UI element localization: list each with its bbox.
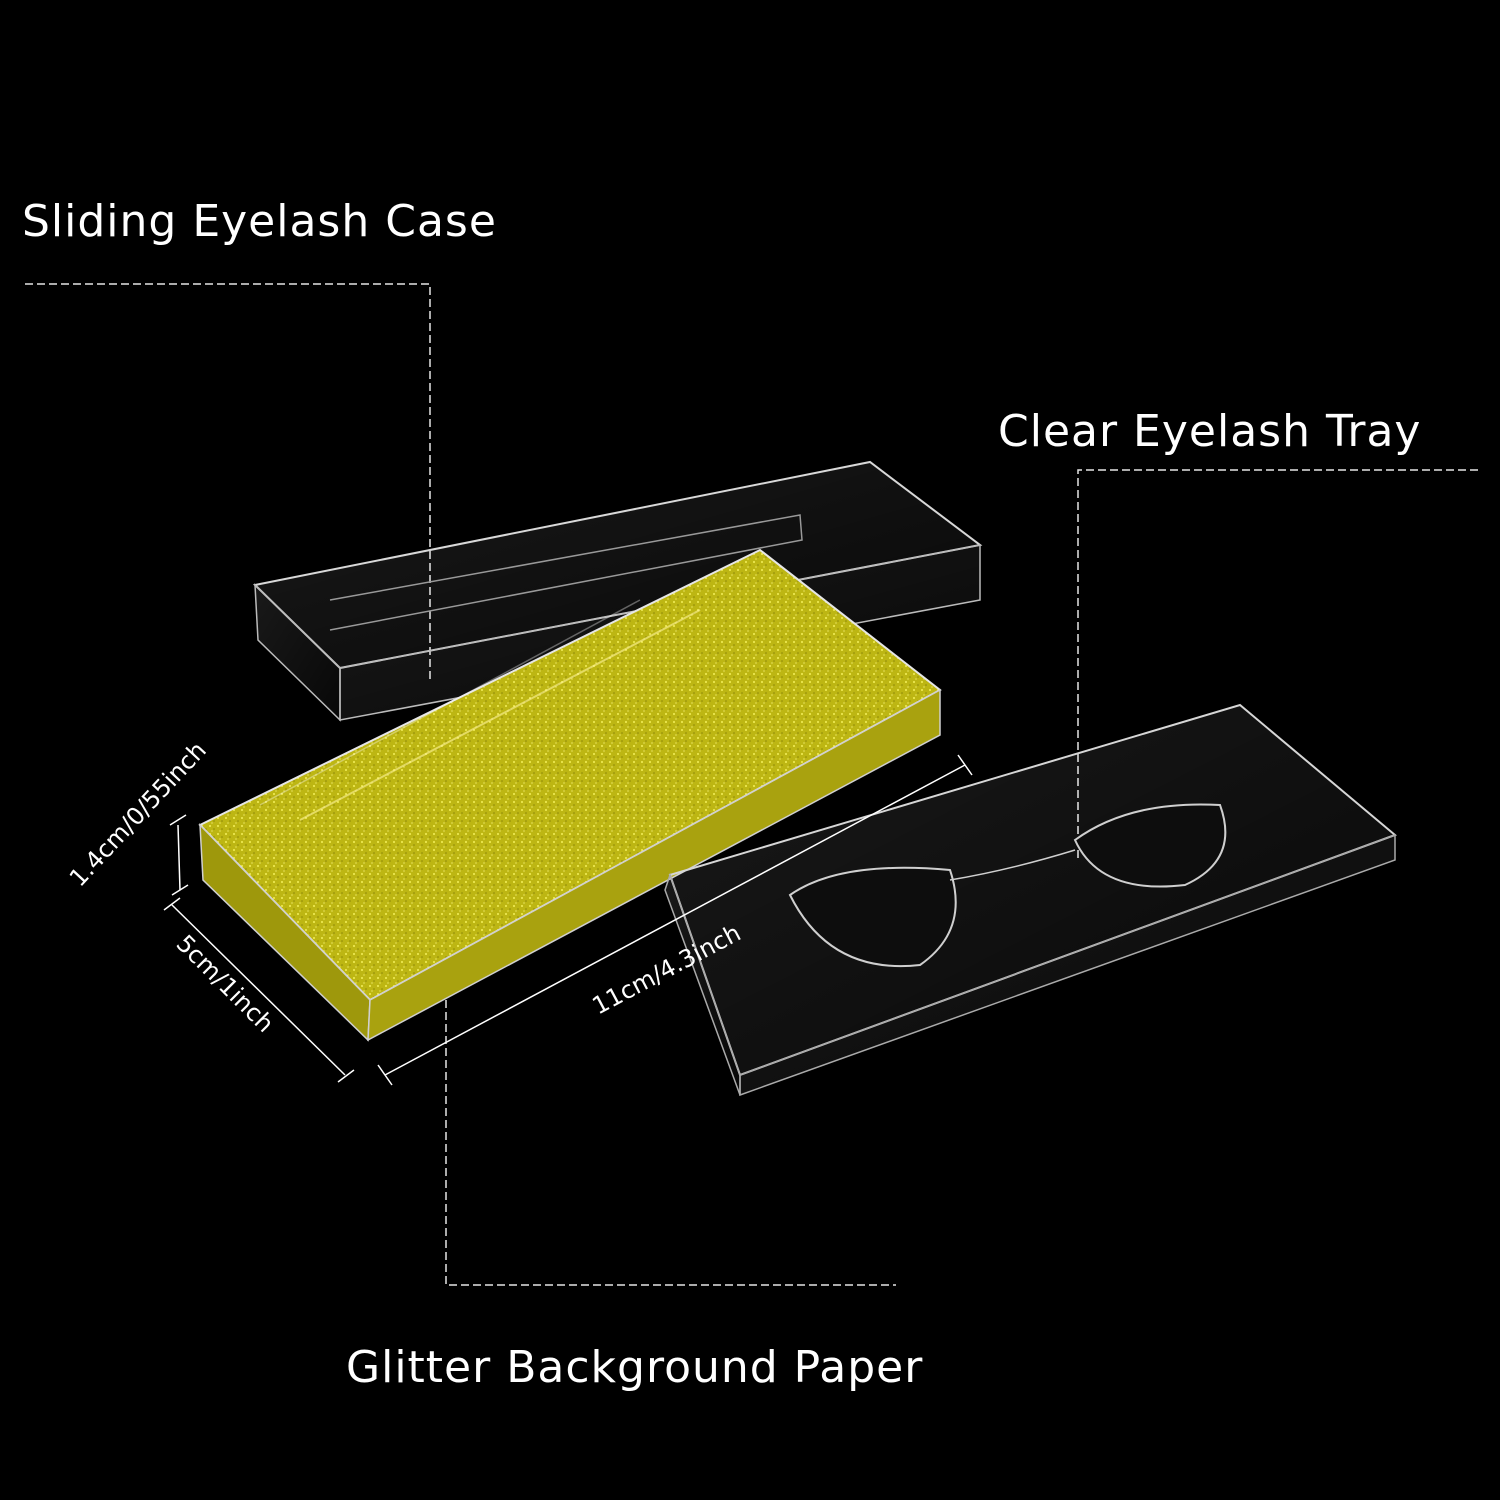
clear-eyelash-tray-label: Clear Eyelash Tray [998,406,1422,457]
glitter-background-paper-label: Glitter Background Paper [346,1342,924,1393]
case-base-with-glitter [198,548,942,1042]
tray-leader-line [1077,469,1478,860]
length-dimension-line [384,764,966,1076]
sliding-eyelash-case-label: Sliding Eyelash Case [22,196,497,247]
leader-lines [25,283,1478,1286]
tray-right-cup [1073,803,1227,888]
width-dimension-line [171,904,346,1076]
dimension-marks [163,754,973,1086]
case-leader-line [25,283,431,680]
width-dimension-text: 5cm/1inch [171,929,280,1038]
clear-eyelash-tray [664,703,1397,1097]
height-dimension-text: 1.4cm/0/55inch [64,736,212,892]
paper-leader-line [445,880,896,1286]
height-dimension-line [177,824,181,891]
tray-left-cup [788,866,957,968]
